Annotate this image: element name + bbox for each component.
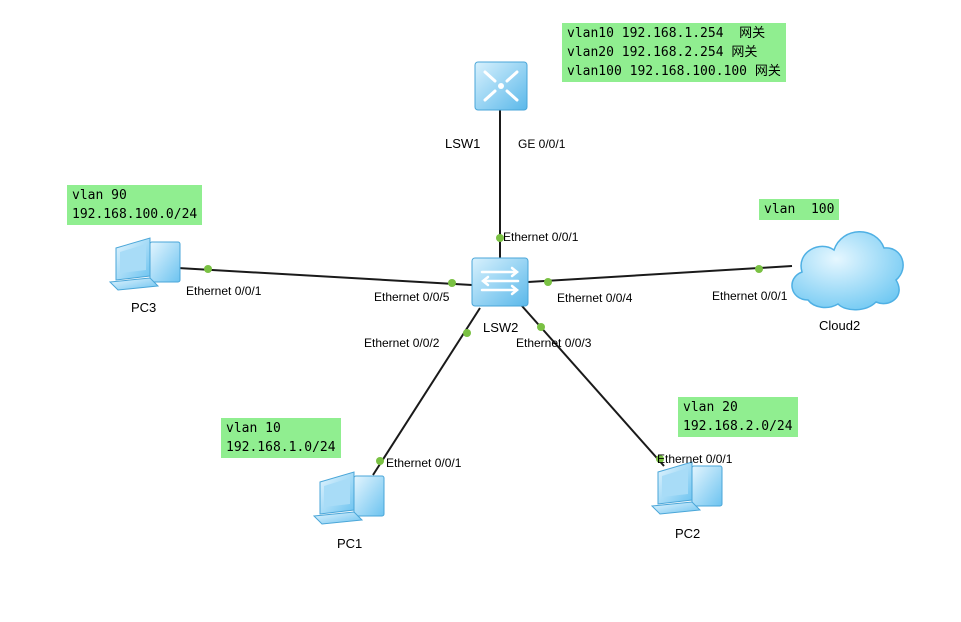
links [177,110,793,476]
pc1-label: PC1 [337,536,363,551]
port-label-lsw2-e4: Ethernet 0/0/4 [557,291,633,305]
pc3-vlan-note-line1: vlan 90 [72,188,127,203]
link-lsw2-pc1[interactable] [372,307,481,476]
pc2-vlan-note-line1: vlan 20 [683,400,738,415]
lsw1-label: LSW1 [445,136,481,151]
link-lsw2-pc2[interactable] [521,305,665,467]
lsw2-label: LSW2 [483,320,519,335]
pc1-computer-icon[interactable] [312,471,385,525]
gateway-note-line1: vlan10 192.168.1.254 网关 [567,26,766,41]
port-label-cloud2-e1: Ethernet 0/0/1 [712,289,788,303]
cloud2-label: Cloud2 [819,318,861,333]
port-label-lsw2-e3: Ethernet 0/0/3 [516,336,592,350]
port-dot-lsw2-e5[interactable] [448,279,456,287]
port-dots [204,234,763,465]
pc3-label: PC3 [131,300,157,315]
gateway-note-line3: vlan100 192.168.100.100 网关 [567,64,781,79]
pc1-vlan-note-line2: 192.168.1.0/24 [226,440,336,455]
pc2-vlan-note: vlan 20 192.168.2.0/24 [678,397,798,437]
pc2-label: PC2 [675,526,701,541]
port-dot-pc3-e1[interactable] [204,265,212,273]
port-label-lsw2-e1: Ethernet 0/0/1 [503,230,579,244]
port-label-lsw1-ge: GE 0/0/1 [518,137,566,151]
gateway-note-line2: vlan20 192.168.2.254 网关 [567,45,758,60]
cloud2-vlan-note: vlan 100 [759,199,840,220]
port-label-lsw2-e2: Ethernet 0/0/2 [364,336,440,350]
pc2-computer-icon[interactable] [650,461,723,515]
port-dot-lsw2-e3[interactable] [537,323,545,331]
port-label-lsw2-e5: Ethernet 0/0/5 [374,290,450,304]
gateway-note: vlan10 192.168.1.254 网关 vlan20 192.168.2.… [562,23,786,82]
lsw2-switch-icon[interactable] [471,257,529,307]
lsw1-switch-icon[interactable] [474,61,528,111]
port-dot-pc1-e1[interactable] [376,457,384,465]
port-label-pc2-e1: Ethernet 0/0/1 [657,452,733,466]
port-label-pc1-e1: Ethernet 0/0/1 [386,456,462,470]
port-label-pc3-e1: Ethernet 0/0/1 [186,284,262,298]
port-dot-pc2-e1[interactable] [656,455,664,463]
port-dot-lsw2-e4[interactable] [544,278,552,286]
cloud2-vlan-note-line1: vlan 100 [764,202,835,217]
cloud2-cloud-icon[interactable] [791,231,904,311]
port-dot-lsw2-e1[interactable] [496,234,504,242]
pc1-vlan-note-line1: vlan 10 [226,421,281,436]
port-dot-cloud2-e1[interactable] [755,265,763,273]
port-dot-lsw2-e2[interactable] [463,329,471,337]
link-pc3-lsw2[interactable] [177,267,473,286]
pc3-computer-icon[interactable] [108,237,181,291]
pc3-vlan-note: vlan 90 192.168.100.0/24 [67,185,203,225]
pc3-vlan-note-line2: 192.168.100.0/24 [72,207,198,222]
link-lsw2-cloud2[interactable] [527,265,793,283]
pc2-vlan-note-line2: 192.168.2.0/24 [683,419,793,434]
pc1-vlan-note: vlan 10 192.168.1.0/24 [221,418,341,458]
